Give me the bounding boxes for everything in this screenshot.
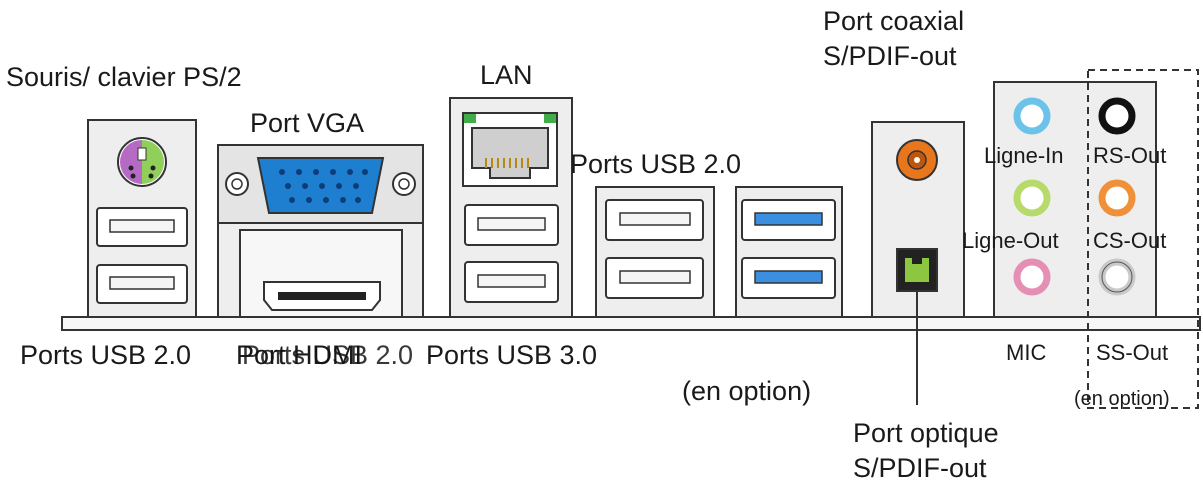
usb30-label: Ports USB 3.0 [426,340,598,370]
usb20-block [595,186,715,318]
line-in-jack-icon [1013,97,1051,135]
mic-label: MIC [1006,340,1047,365]
ps2-label: Souris/ clavier PS/2 [6,62,242,92]
cs-out-label: CS-Out [1093,228,1167,253]
vga-label: Port VGA [250,108,365,138]
cs-out-jack-icon [1098,179,1136,217]
audio-block [993,69,1199,409]
coax-label-line2: S/PDIF-out [823,41,957,71]
rs-out-label: RS-Out [1093,143,1167,168]
optional-outputs-dashed-box [1087,69,1199,409]
lan-led-icon [544,114,556,123]
rs-out-jack-icon [1098,97,1136,135]
lan-led-icon [464,114,476,123]
vga-hdmi-block [217,144,424,318]
optique-label-line2: S/PDIF-out [853,453,987,483]
lan-label: LAN [480,60,533,90]
line-out-jack-icon [1013,179,1051,217]
base-rail [61,316,1201,331]
coax-label-line1: Port coaxial [823,6,965,36]
mic-jack-icon [1013,258,1051,296]
ss-out-label: SS-Out [1096,340,1169,365]
en-option-audio-label: (en option) [1074,388,1170,410]
ps2-keyboard-half [142,140,164,184]
hdmi-label: Port HDMI [236,340,363,370]
en-option-label: (en option) [682,376,812,406]
usb20-mid-label: Ports USB 2.0 [570,149,742,179]
usb20-bottom-label: Ports USB 2.0 [20,340,192,370]
lan-usb-block [449,97,573,318]
usb20-overlap-label: Ports USB 2.0 [242,340,414,370]
ps2-mouse-half [120,140,142,184]
ps2-usb-block [87,119,197,318]
spdif-block [871,121,965,405]
ligne-out-label: Ligne-Out [962,228,1059,253]
ligne-in-label: Ligne-In [984,143,1064,168]
optique-label-line1: Port optique [853,418,999,448]
usb30-block [735,186,843,318]
